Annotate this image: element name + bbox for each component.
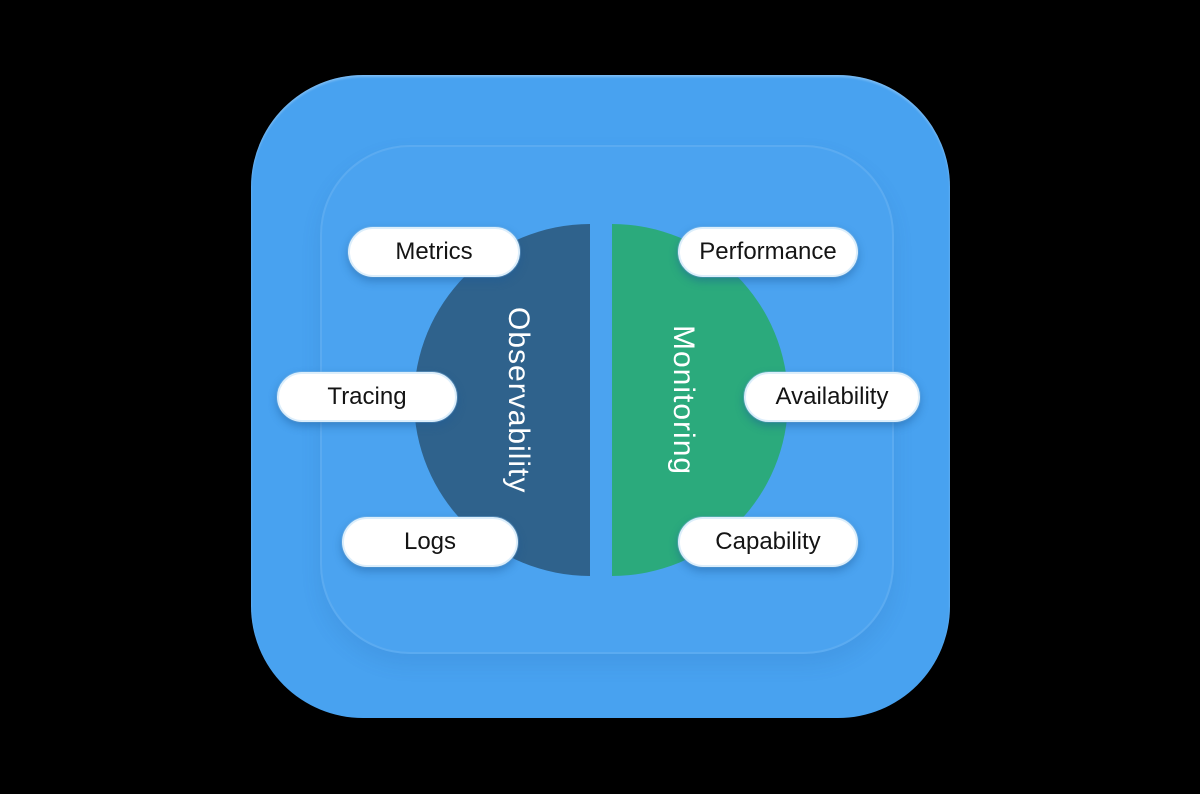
pill-performance: Performance: [678, 227, 858, 277]
observability-label: Observability: [502, 306, 535, 494]
monitoring-label: Monitoring: [667, 324, 700, 476]
pill-availability: Availability: [744, 372, 920, 422]
pill-logs: Logs: [342, 517, 518, 567]
pill-tracing: Tracing: [277, 372, 457, 422]
diagram-card: Observability Monitoring Metrics Perform…: [251, 75, 950, 718]
pill-metrics: Metrics: [348, 227, 520, 277]
pill-capability: Capability: [678, 517, 858, 567]
